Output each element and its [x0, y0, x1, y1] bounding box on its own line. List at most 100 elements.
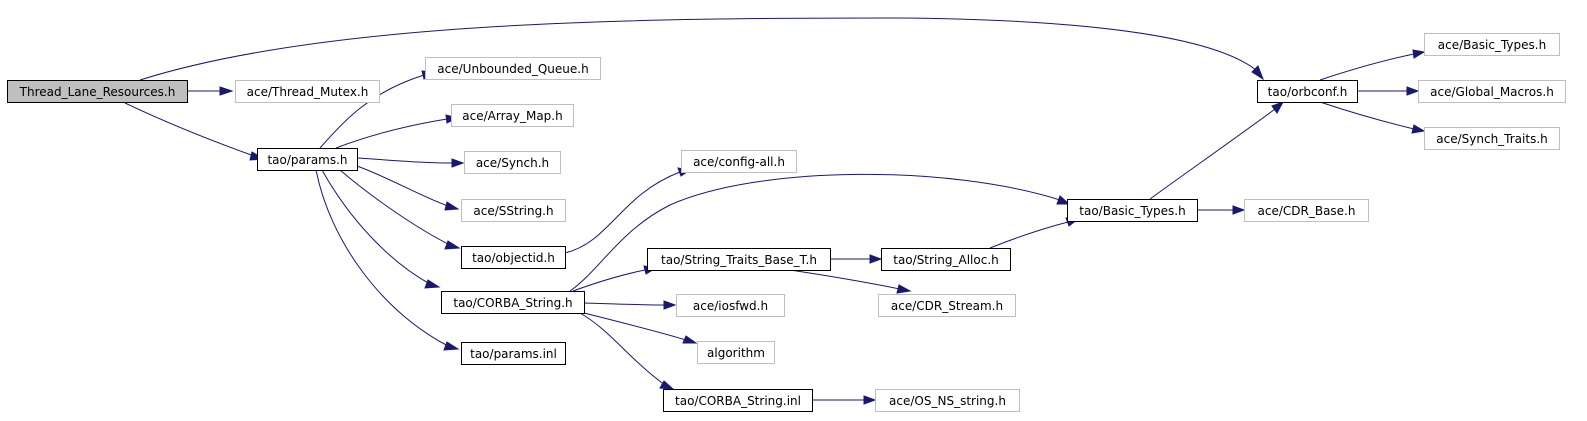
edge-line	[583, 312, 687, 341]
node-box	[464, 151, 561, 174]
edge-tao_corba_string_h-to-tao_string_traits_base	[572, 265, 658, 292]
edge-line	[789, 269, 901, 290]
node-label: ace/CDR_Base.h	[1258, 204, 1356, 218]
node-box	[1424, 127, 1560, 150]
edge-line	[583, 302, 665, 306]
edge-line	[989, 221, 1069, 249]
node-label: tao/params.h	[267, 153, 347, 167]
node-tao-string-traits-base[interactable]: tao/String_Traits_Base_T.h	[647, 248, 831, 271]
node-tao-string-alloc[interactable]: tao/String_Alloc.h	[881, 248, 1011, 271]
edge-tao_corba_string_h-to-tao_basic_types	[569, 173, 1071, 292]
node-label: algorithm	[707, 346, 765, 360]
node-label: tao/String_Traits_Base_T.h	[661, 253, 817, 267]
edge-tao_corba_string_inl-to-ace_os_ns_string	[812, 395, 877, 405]
edge-arrowhead	[1411, 124, 1426, 134]
edge-line	[321, 169, 431, 285]
edge-line	[319, 74, 425, 149]
edge-tao_params_h-to-ace_sstring	[356, 165, 460, 211]
node-label: tao/objectid.h	[472, 251, 555, 265]
node-box	[681, 150, 797, 173]
edge-arrowhead	[424, 279, 441, 289]
edge-arrowhead	[451, 158, 465, 168]
node-box	[878, 294, 1016, 317]
edge-tao_params_h-to-tao_corba_string_h	[321, 169, 441, 289]
node-ace-synch-traits: ace/Synch_Traits.h	[1424, 127, 1560, 150]
node-box	[257, 148, 358, 171]
node-ace-cdr-stream: ace/CDR_Stream.h	[878, 294, 1016, 317]
node-tao-basic-types[interactable]: tao/Basic_Types.h	[1067, 199, 1198, 222]
edge-arrowhead	[1056, 195, 1071, 205]
edge-line	[1319, 53, 1415, 81]
edge-tao_corba_string_h-to-algorithm	[583, 312, 698, 344]
node-label: ace/Array_Map.h	[462, 109, 562, 123]
node-ace-global-macros: ace/Global_Macros.h	[1418, 80, 1566, 103]
edge-tao_string_alloc-to-tao_basic_types	[989, 217, 1080, 249]
edge-tao_params_h-to-tao_params_inl	[315, 169, 460, 351]
node-box	[451, 104, 574, 127]
node-label: ace/config-all.h	[693, 155, 785, 169]
node-box	[461, 246, 566, 269]
edge-tao_params_h-to-tao_objectid	[339, 169, 461, 250]
node-ace-sstring: ace/SString.h	[461, 199, 566, 222]
node-box	[1067, 199, 1198, 222]
node-tao-corba-string-h[interactable]: tao/CORBA_String.h	[441, 291, 585, 314]
edge-arrowhead	[219, 86, 234, 96]
node-ace-os-ns-string: ace/OS_NS_string.h	[875, 389, 1020, 412]
node-box	[461, 342, 566, 365]
edge-arrowhead	[1232, 205, 1246, 215]
node-label: ace/Synch.h	[476, 156, 549, 170]
edge-arrowhead	[1406, 86, 1420, 96]
node-ace-iosfwd: ace/iosfwd.h	[676, 294, 785, 317]
edge-arrowhead	[444, 240, 461, 250]
edge-line	[335, 118, 448, 149]
node-box	[663, 389, 813, 412]
edge-line	[579, 312, 666, 386]
node-tao-orbconf[interactable]: tao/orbconf.h	[1257, 80, 1358, 103]
edge-arrowhead	[863, 395, 877, 405]
node-tao-params-h[interactable]: tao/params.h	[257, 148, 358, 171]
node-label: ace/Global_Macros.h	[1430, 85, 1554, 99]
edge-line	[564, 171, 681, 254]
edge-tao_orbconf-to-ace_synch_traits	[1319, 101, 1426, 134]
node-tao-params-inl[interactable]: tao/params.inl	[461, 342, 566, 365]
node-box	[441, 291, 585, 314]
node-box	[1244, 199, 1369, 222]
node-ace-array-map: ace/Array_Map.h	[451, 104, 574, 127]
edge-arrowhead	[659, 380, 675, 390]
edge-tao_params_h-to-ace_synch	[356, 157, 465, 168]
node-label: tao/params.inl	[470, 347, 557, 361]
node-box	[235, 80, 380, 103]
edge-tao_objectid-to-ace_config_all	[564, 167, 692, 254]
node-label: tao/orbconf.h	[1268, 85, 1348, 99]
node-ace-config-all: ace/config-all.h	[681, 150, 797, 173]
node-ace-cdr-base: ace/CDR_Base.h	[1244, 199, 1369, 222]
node-box	[1418, 80, 1566, 103]
edge-tao_corba_string_h-to-tao_corba_string_inl	[579, 312, 675, 390]
node-label: ace/Basic_Types.h	[1438, 38, 1546, 52]
edge-tao_string_traits_base-to-tao_string_alloc	[830, 254, 883, 264]
node-label: ace/Unbounded_Queue.h	[437, 62, 588, 76]
node-label: ace/CDR_Stream.h	[891, 299, 1003, 313]
node-box	[875, 389, 1020, 412]
node-label: tao/CORBA_String.inl	[675, 394, 801, 408]
node-label: ace/iosfwd.h	[693, 299, 768, 313]
edge-line	[124, 102, 255, 157]
edge-tao_orbconf-to-ace_basic_types	[1319, 49, 1426, 81]
node-ace-basic-types: ace/Basic_Types.h	[1424, 33, 1560, 56]
node-box	[1424, 33, 1560, 56]
edge-line	[1319, 101, 1415, 130]
node-tao-objectid[interactable]: tao/objectid.h	[461, 246, 566, 269]
edge-line	[1149, 108, 1276, 200]
node-ace-synch: ace/Synch.h	[464, 151, 561, 174]
node-label: ace/SString.h	[473, 204, 553, 218]
edge-arrowhead	[443, 341, 460, 351]
node-tao-corba-string-inl[interactable]: tao/CORBA_String.inl	[663, 389, 813, 412]
node-thread-lane-resources[interactable]: Thread_Lane_Resources.h	[7, 80, 188, 103]
node-box	[881, 248, 1011, 271]
node-label: tao/String_Alloc.h	[893, 253, 999, 267]
node-label: tao/CORBA_String.h	[453, 296, 572, 310]
edge-line	[569, 173, 1061, 292]
node-label: ace/OS_NS_string.h	[889, 394, 1006, 408]
